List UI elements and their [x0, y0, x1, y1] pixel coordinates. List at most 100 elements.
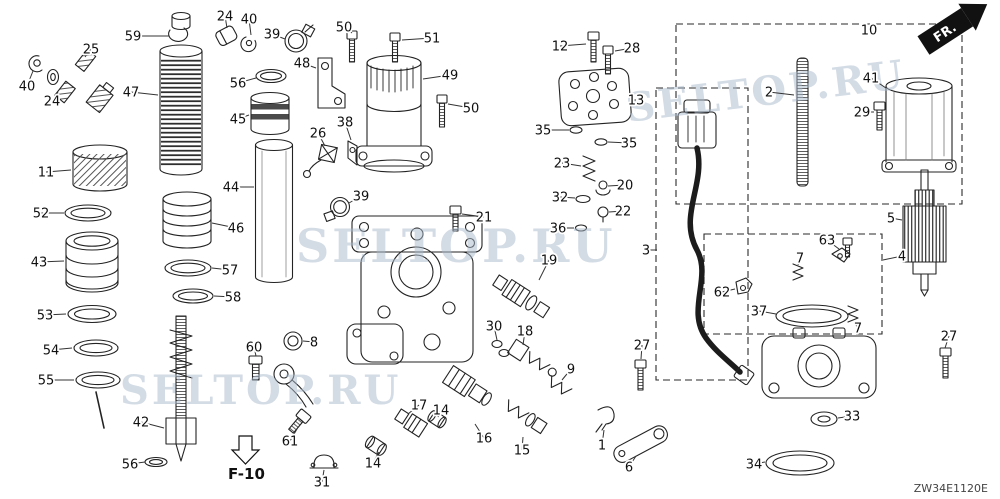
- part-label-36: 36: [548, 220, 574, 238]
- part-snap-rings-pins: [28, 49, 115, 114]
- svg-text:11: 11: [38, 166, 55, 181]
- part-spring-7b: [847, 305, 859, 323]
- figure-reference-label: F-10: [228, 465, 265, 483]
- part-label-48: 48: [292, 55, 317, 73]
- svg-text:35: 35: [621, 137, 638, 152]
- part-label-27: 27: [939, 328, 959, 349]
- part-valve-stack-18: [507, 338, 557, 377]
- part-joint-pin: [595, 406, 615, 433]
- svg-text:53: 53: [37, 309, 54, 324]
- part-label-38: 38: [335, 114, 355, 141]
- svg-text:37: 37: [751, 305, 768, 320]
- part-label-59: 59: [123, 28, 169, 46]
- part-label-49: 49: [422, 67, 460, 85]
- svg-text:39: 39: [353, 190, 370, 205]
- part-bolt-21: [449, 205, 462, 232]
- part-label-6: 6: [623, 455, 637, 477]
- part-label-28: 28: [614, 40, 642, 58]
- part-label-34: 34: [744, 456, 766, 474]
- part-label-39: 39: [348, 188, 371, 206]
- part-label-9: 9: [561, 361, 577, 381]
- part-label-56: 56: [120, 456, 146, 474]
- svg-text:12: 12: [552, 40, 569, 55]
- part-label-47: 47: [121, 84, 159, 102]
- diagram-code: ZW34E1120E: [914, 482, 988, 495]
- part-fitting-17: [394, 408, 429, 438]
- part-label-35: 35: [533, 122, 569, 140]
- svg-text:60: 60: [246, 341, 263, 356]
- part-hose-clamp-upper: [284, 23, 316, 53]
- part-label-24: 24: [215, 8, 235, 29]
- svg-text:5: 5: [887, 212, 895, 227]
- part-bolt-27a: [634, 359, 647, 391]
- part-label-26: 26: [308, 125, 328, 147]
- part-pivot-bushings: [168, 25, 257, 53]
- svg-text:41: 41: [863, 72, 880, 87]
- svg-text:52: 52: [33, 207, 50, 222]
- svg-text:61: 61: [282, 435, 299, 450]
- part-label-7: 7: [794, 250, 806, 269]
- svg-text:9: 9: [567, 363, 575, 378]
- part-label-13: 13: [626, 92, 646, 111]
- svg-text:24: 24: [217, 10, 234, 25]
- svg-text:15: 15: [514, 444, 531, 459]
- part-washers-30: [491, 339, 510, 358]
- svg-text:27: 27: [634, 339, 651, 354]
- part-label-22: 22: [608, 203, 633, 221]
- part-cylinder-body: [159, 11, 203, 176]
- part-valve-16: [442, 365, 492, 406]
- part-o-ring-53: [67, 304, 117, 324]
- part-label-32: 32: [550, 189, 576, 207]
- svg-text:18: 18: [517, 325, 534, 340]
- svg-text:50: 50: [336, 21, 353, 36]
- svg-text:2: 2: [765, 86, 773, 101]
- part-label-42: 42: [131, 414, 165, 432]
- svg-text:22: 22: [615, 205, 632, 220]
- svg-text:14: 14: [365, 457, 382, 472]
- part-motor-housing: [881, 77, 957, 173]
- figure-reference: F-10: [228, 435, 265, 483]
- part-label-11: 11: [36, 164, 72, 182]
- part-label-57: 57: [211, 262, 240, 280]
- part-label-37: 37: [749, 303, 777, 321]
- part-valve-stack-19: [492, 274, 551, 319]
- part-label-52: 52: [31, 205, 64, 223]
- svg-text:63: 63: [819, 234, 836, 249]
- svg-text:34: 34: [746, 458, 763, 473]
- part-mount-bracket: [317, 57, 346, 109]
- part-banjo-fitting: [248, 331, 314, 434]
- svg-text:45: 45: [230, 113, 247, 128]
- svg-text:25: 25: [83, 43, 100, 58]
- svg-text:17: 17: [411, 399, 428, 414]
- part-label-61: 61: [280, 428, 300, 451]
- svg-text:56: 56: [122, 458, 139, 473]
- svg-text:62: 62: [714, 286, 731, 301]
- svg-text:28: 28: [624, 42, 641, 57]
- part-label-33: 33: [837, 408, 862, 426]
- part-clip-62: [735, 277, 753, 295]
- part-label-62: 62: [712, 284, 736, 302]
- part-label-14: 14: [363, 451, 383, 473]
- svg-text:55: 55: [38, 374, 55, 389]
- part-label-45: 45: [228, 111, 250, 129]
- part-clip-63: [831, 237, 853, 263]
- svg-text:40: 40: [241, 13, 258, 28]
- part-bolt-50a: [346, 30, 358, 63]
- part-o-ring-55: [75, 371, 121, 389]
- svg-text:56: 56: [230, 77, 247, 92]
- part-label-51: 51: [401, 30, 442, 48]
- svg-text:38: 38: [337, 116, 354, 131]
- svg-text:42: 42: [133, 416, 150, 431]
- svg-text:24: 24: [44, 95, 61, 110]
- part-bolt-29: [873, 101, 886, 131]
- part-label-60: 60: [244, 339, 264, 358]
- svg-text:27: 27: [941, 330, 958, 345]
- svg-text:46: 46: [228, 222, 245, 237]
- watermark-text: SELTOP.RU: [120, 367, 401, 414]
- part-o-ring-54: [73, 339, 119, 357]
- part-label-63: 63: [817, 232, 840, 250]
- part-label-5: 5: [885, 210, 903, 228]
